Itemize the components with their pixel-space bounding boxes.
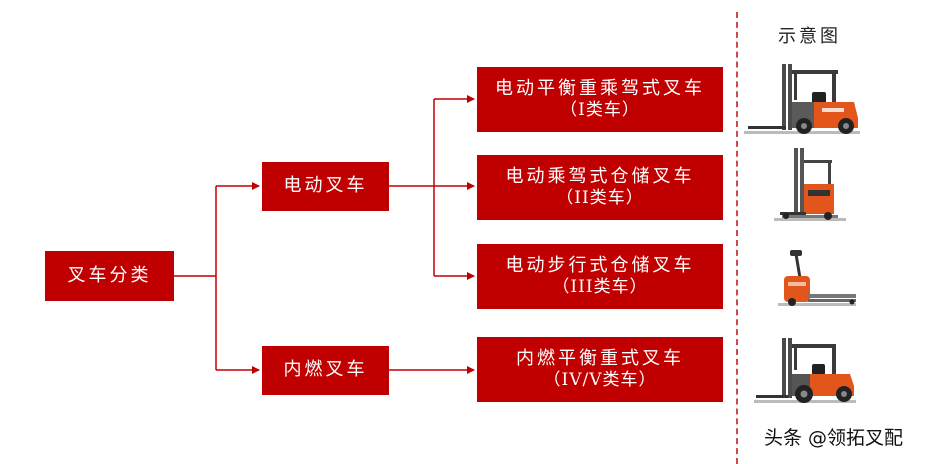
type-name-1: 电动平衡重乘驾式叉车 — [495, 77, 705, 99]
type-class-3: （III类车） — [552, 277, 648, 298]
pallet-truck-image — [778, 250, 856, 306]
category-node-electric: 电动叉车 — [262, 162, 389, 211]
root-node-label: 叉车分类 — [67, 264, 152, 286]
legend-title: 示意图 — [778, 26, 841, 47]
category-node-ic: 内燃叉车 — [262, 346, 389, 395]
watermark-text: 头条 @领拓叉配 — [764, 427, 904, 449]
type-name-3: 电动步行式仓储叉车 — [505, 254, 695, 276]
type-class-1: （I类车） — [560, 100, 640, 121]
type-name-4: 内燃平衡重式叉车 — [516, 347, 684, 369]
type-name-2: 电动乘驾式仓储叉车 — [505, 165, 695, 187]
category-label-ic: 内燃叉车 — [283, 359, 368, 381]
ic-counterbalance-forklift-image — [754, 338, 856, 403]
counterbalance-electric-forklift-image — [744, 64, 860, 134]
type-class-4: （IV/V类车） — [543, 370, 657, 391]
type-class-2: （II类车） — [556, 188, 644, 209]
type-node-1: 电动平衡重乘驾式叉车 （I类车） — [477, 67, 723, 132]
type-node-2: 电动乘驾式仓储叉车 （II类车） — [477, 155, 723, 220]
type-node-3: 电动步行式仓储叉车 （III类车） — [477, 244, 723, 309]
category-label-electric: 电动叉车 — [283, 175, 368, 197]
legend-divider — [736, 12, 738, 464]
root-node: 叉车分类 — [45, 251, 174, 301]
reach-truck-image — [774, 148, 846, 221]
type-node-4: 内燃平衡重式叉车 （IV/V类车） — [477, 337, 723, 402]
